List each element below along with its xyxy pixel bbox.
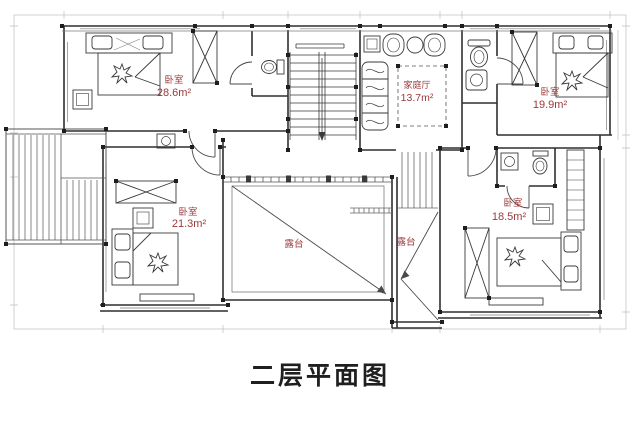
door-arcs bbox=[188, 57, 530, 209]
room-area-bedroom-top-right: 19.9m² bbox=[533, 99, 568, 111]
room-label-bedroom-bottom-left: 卧室 bbox=[178, 206, 197, 218]
windows bbox=[62, 28, 612, 316]
plant-icon bbox=[504, 246, 526, 267]
plant-icon bbox=[561, 70, 583, 91]
terrace-right-area bbox=[400, 211, 439, 321]
room-labels: 卧室 28.6m² 家庭厅 13.7m² 卧室 19.9m² 卧室 21.3m²… bbox=[157, 74, 568, 250]
staircase bbox=[289, 43, 357, 140]
dimension-frame bbox=[10, 11, 630, 333]
family-hall-zone bbox=[397, 65, 447, 127]
wc-small bbox=[261, 59, 285, 75]
slope-arrow-icon bbox=[401, 270, 410, 279]
plant-icon bbox=[147, 252, 169, 273]
room-area-bedroom-bottom-right: 18.5m² bbox=[492, 211, 527, 223]
slope-arrow-icon bbox=[377, 285, 386, 294]
room-area-bedroom-top-left: 28.6m² bbox=[157, 87, 192, 99]
bedroom-bottom-left-furniture bbox=[111, 180, 195, 302]
pergola-deck bbox=[5, 128, 107, 245]
corridor-basin bbox=[156, 133, 176, 149]
railing-mullions bbox=[246, 175, 367, 183]
room-label-family-hall: 家庭厅 bbox=[403, 79, 430, 90]
plant-icon bbox=[111, 63, 133, 84]
room-label-terrace-right: 露台 bbox=[396, 236, 415, 248]
bedroom-top-right-furniture bbox=[511, 31, 613, 98]
stair-direction-arrow bbox=[318, 132, 326, 141]
wall-junction-dots bbox=[4, 24, 612, 324]
room-label-terrace-left: 露台 bbox=[284, 238, 303, 250]
room-area-family-hall: 13.7m² bbox=[401, 92, 434, 104]
powder-fixtures bbox=[382, 33, 446, 57]
plan-title: 二层平面图 bbox=[250, 362, 390, 390]
bedroom-top-left-furniture bbox=[72, 30, 218, 110]
room-area-bedroom-bottom-left: 21.3m² bbox=[172, 218, 207, 230]
bathroom-top bbox=[465, 39, 491, 91]
room-label-bedroom-top-left: 卧室 bbox=[164, 74, 183, 86]
bathroom-bottom-right bbox=[500, 150, 549, 175]
bedroom-bottom-right-furniture bbox=[464, 149, 585, 306]
room-label-bedroom-bottom-right: 卧室 bbox=[503, 197, 522, 209]
room-label-bedroom-top-right: 卧室 bbox=[540, 86, 559, 98]
steps-hatch bbox=[350, 152, 438, 214]
closet-wavy bbox=[361, 35, 389, 131]
terrace-left-area bbox=[231, 185, 387, 295]
